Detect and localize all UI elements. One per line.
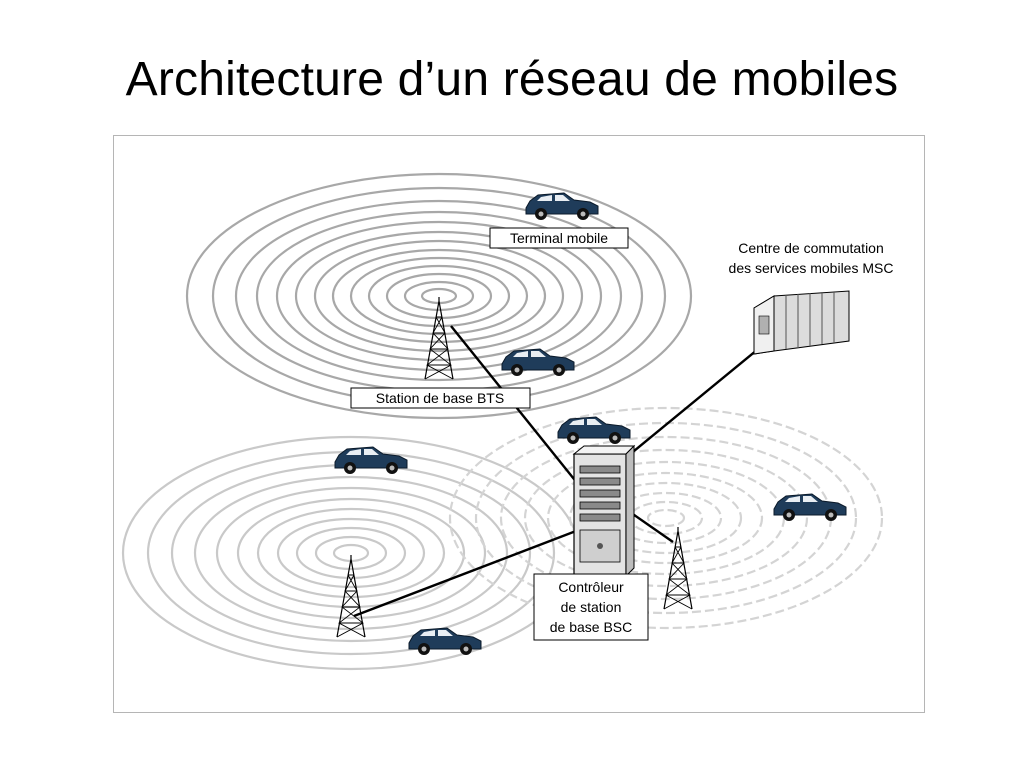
- svg-text:Station de base BTS: Station de base BTS: [376, 390, 504, 406]
- link-bts-left-bsc: [353, 529, 577, 618]
- mobile-car-icon: [501, 348, 575, 377]
- svg-text:Centre de commutation: Centre de commutation: [738, 240, 884, 256]
- link-bts-top-bsc: [450, 325, 587, 495]
- bsc-label: Contrôleur de station de base BSC: [533, 573, 649, 641]
- terminal-mobile-label: Terminal mobile: [489, 227, 629, 249]
- network-diagram: Terminal mobile Station de base BTS Cent…: [113, 135, 925, 713]
- mobile-car-icon: [557, 416, 631, 445]
- svg-text:Terminal mobile: Terminal mobile: [510, 230, 608, 246]
- slide-title: Architecture d’un réseau de mobiles: [125, 53, 899, 106]
- cell-coverage-top: [185, 172, 693, 420]
- mobile-car-icon: [334, 446, 408, 475]
- svg-text:de base BSC: de base BSC: [550, 619, 633, 635]
- bts-label: Station de base BTS: [350, 387, 531, 409]
- svg-text:Contrôleur: Contrôleur: [558, 579, 624, 595]
- msc-switch-icon: [753, 290, 850, 355]
- bsc-server-icon: [572, 444, 636, 578]
- mobile-car-icon: [773, 493, 847, 522]
- svg-text:de station: de station: [561, 599, 622, 615]
- mobile-car-icon: [408, 627, 482, 656]
- svg-text:des services mobiles MSC: des services mobiles MSC: [729, 260, 894, 276]
- msc-label: Centre de commutation des services mobil…: [729, 240, 894, 276]
